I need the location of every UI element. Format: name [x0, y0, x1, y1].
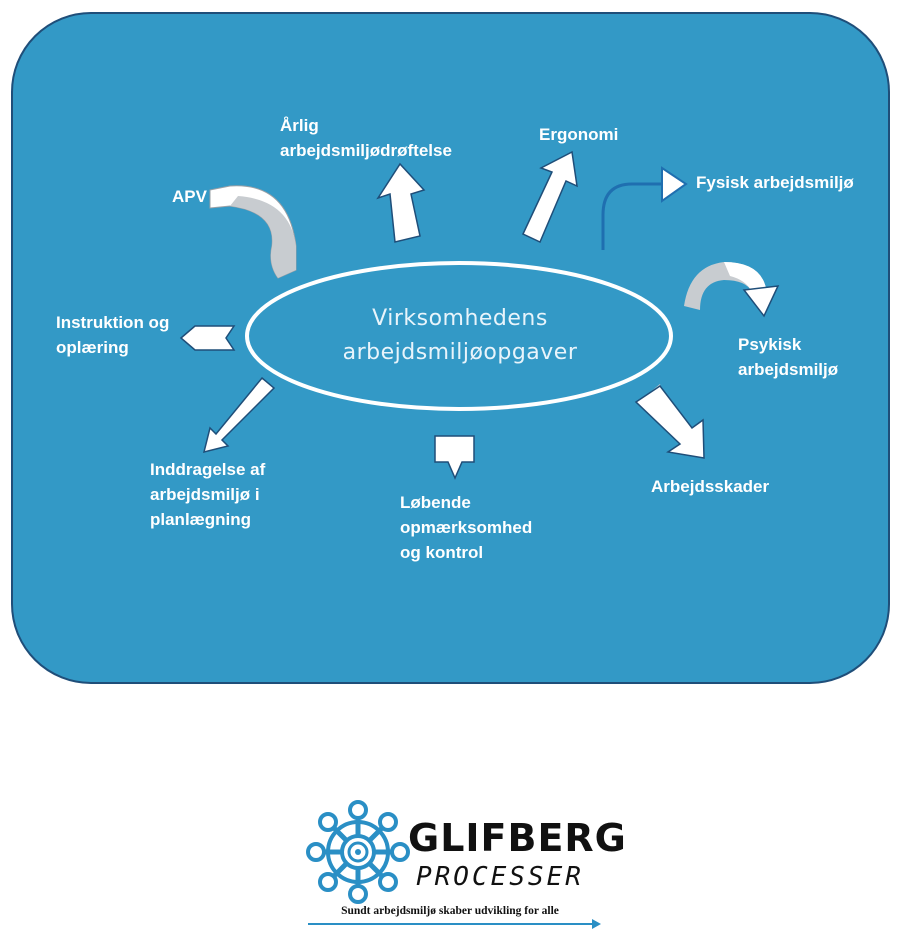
- label-line: Inddragelse af: [150, 460, 266, 479]
- label-line: og kontrol: [400, 543, 484, 562]
- label-arbejdsskader: Arbejdsskader: [651, 474, 769, 499]
- label-loebende-opmaerksomhed: Løbende opmærksomhed og kontrol: [400, 490, 532, 565]
- label-line: opmærksomhed: [400, 518, 533, 537]
- label-line: Fysisk arbejdsmiljø: [696, 173, 854, 192]
- center-label: Virksomhedens arbejdsmiljøopgaver: [250, 302, 670, 370]
- tagline-arrow-icon: [592, 919, 601, 929]
- arrow-psykisk-front: [724, 262, 766, 292]
- label-line: arbejdsmiljø i: [150, 485, 260, 504]
- label-line: arbejdsmiljø: [738, 360, 839, 379]
- label-aarlig-arbejdsmiljoedroeftelse: Årlig arbejdsmiljødrøftelse: [280, 113, 452, 163]
- label-line: Årlig: [280, 116, 319, 135]
- label-line: arbejdsmiljødrøftelse: [280, 141, 452, 160]
- center-line-2: arbejdsmiljøopgaver: [342, 340, 578, 365]
- label-line: Løbende: [400, 493, 471, 512]
- logo-subtitle: PROCESSER: [416, 862, 584, 892]
- label-line: Ergonomi: [539, 125, 619, 144]
- diagram-arrows: [179, 150, 780, 480]
- arrow-psykisk-head: [742, 285, 780, 318]
- label-instruktion-og-oplaering: Instruktion og oplæring: [56, 310, 169, 360]
- center-ellipse: [245, 261, 673, 411]
- arrow-arbejdsskader: [634, 384, 705, 459]
- arrow-inddragelse: [202, 376, 276, 454]
- label-line: oplæring: [56, 338, 129, 357]
- label-apv: APV: [172, 184, 207, 209]
- arrow-instruktion: [179, 325, 236, 351]
- arrow-fysisk: [601, 182, 664, 250]
- arrow-loebende: [434, 435, 475, 480]
- label-line: Instruktion og: [56, 313, 170, 332]
- tagline-underline: [308, 923, 598, 925]
- label-ergonomi: Ergonomi: [539, 122, 618, 147]
- label-line: Psykisk: [738, 335, 802, 354]
- label-line: planlægning: [150, 510, 252, 529]
- logo-tagline: Sundt arbejdsmiljø skaber udvikling for …: [341, 905, 559, 917]
- arrow-aarlig: [376, 162, 426, 243]
- label-inddragelse: Inddragelse af arbejdsmiljø i planlægnin…: [150, 457, 265, 532]
- center-line-1: Virksomhedens: [372, 306, 548, 331]
- arrow-ergonomi: [522, 150, 578, 244]
- label-fysisk-arbejdsmiljoe: Fysisk arbejdsmiljø: [696, 170, 854, 195]
- arrow-apv-shade: [230, 196, 296, 278]
- label-line: Arbejdsskader: [651, 477, 770, 496]
- label-psykisk-arbejdsmiljoe: Psykisk arbejdsmiljø: [738, 332, 838, 382]
- label-line: APV: [172, 187, 207, 206]
- network-wheel-icon: [306, 800, 410, 904]
- logo-name: GLIFBERG: [408, 816, 627, 860]
- arrow-fysisk-head: [661, 166, 688, 203]
